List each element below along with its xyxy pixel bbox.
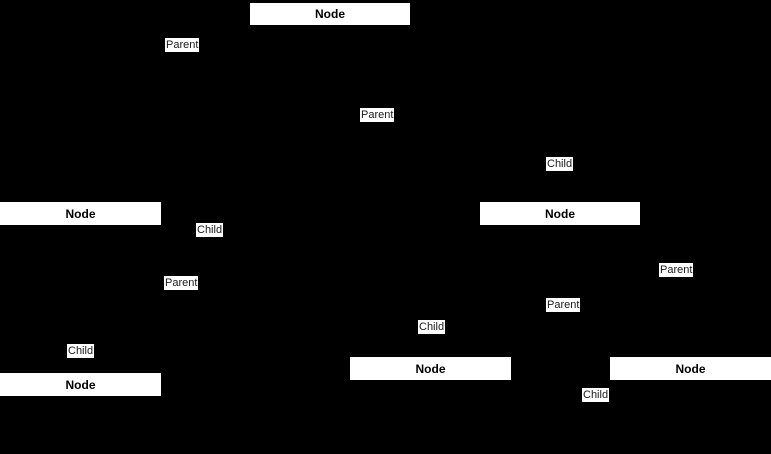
edge-label-parent[interactable]: Parent xyxy=(659,263,694,277)
edge-label-child[interactable]: Child xyxy=(546,157,574,171)
edge-label-child[interactable]: Child xyxy=(196,223,224,237)
graph-node[interactable]: Node xyxy=(250,3,410,25)
edge-label-parent[interactable]: Parent xyxy=(360,108,395,122)
graph-node[interactable]: Node xyxy=(480,202,640,225)
graph-node[interactable]: Node xyxy=(0,373,161,396)
edge-label-parent[interactable]: Parent xyxy=(164,276,199,290)
graph-node[interactable]: Node xyxy=(350,357,511,380)
edge-label-parent[interactable]: Parent xyxy=(546,298,581,312)
graph-node[interactable]: Node xyxy=(0,202,161,225)
edge-label-parent[interactable]: Parent xyxy=(165,38,200,52)
edge-label-child[interactable]: Child xyxy=(67,344,95,358)
graph-node[interactable]: Node xyxy=(610,357,771,380)
edge-label-child[interactable]: Child xyxy=(418,320,446,334)
edge-label-child[interactable]: Child xyxy=(582,388,610,402)
